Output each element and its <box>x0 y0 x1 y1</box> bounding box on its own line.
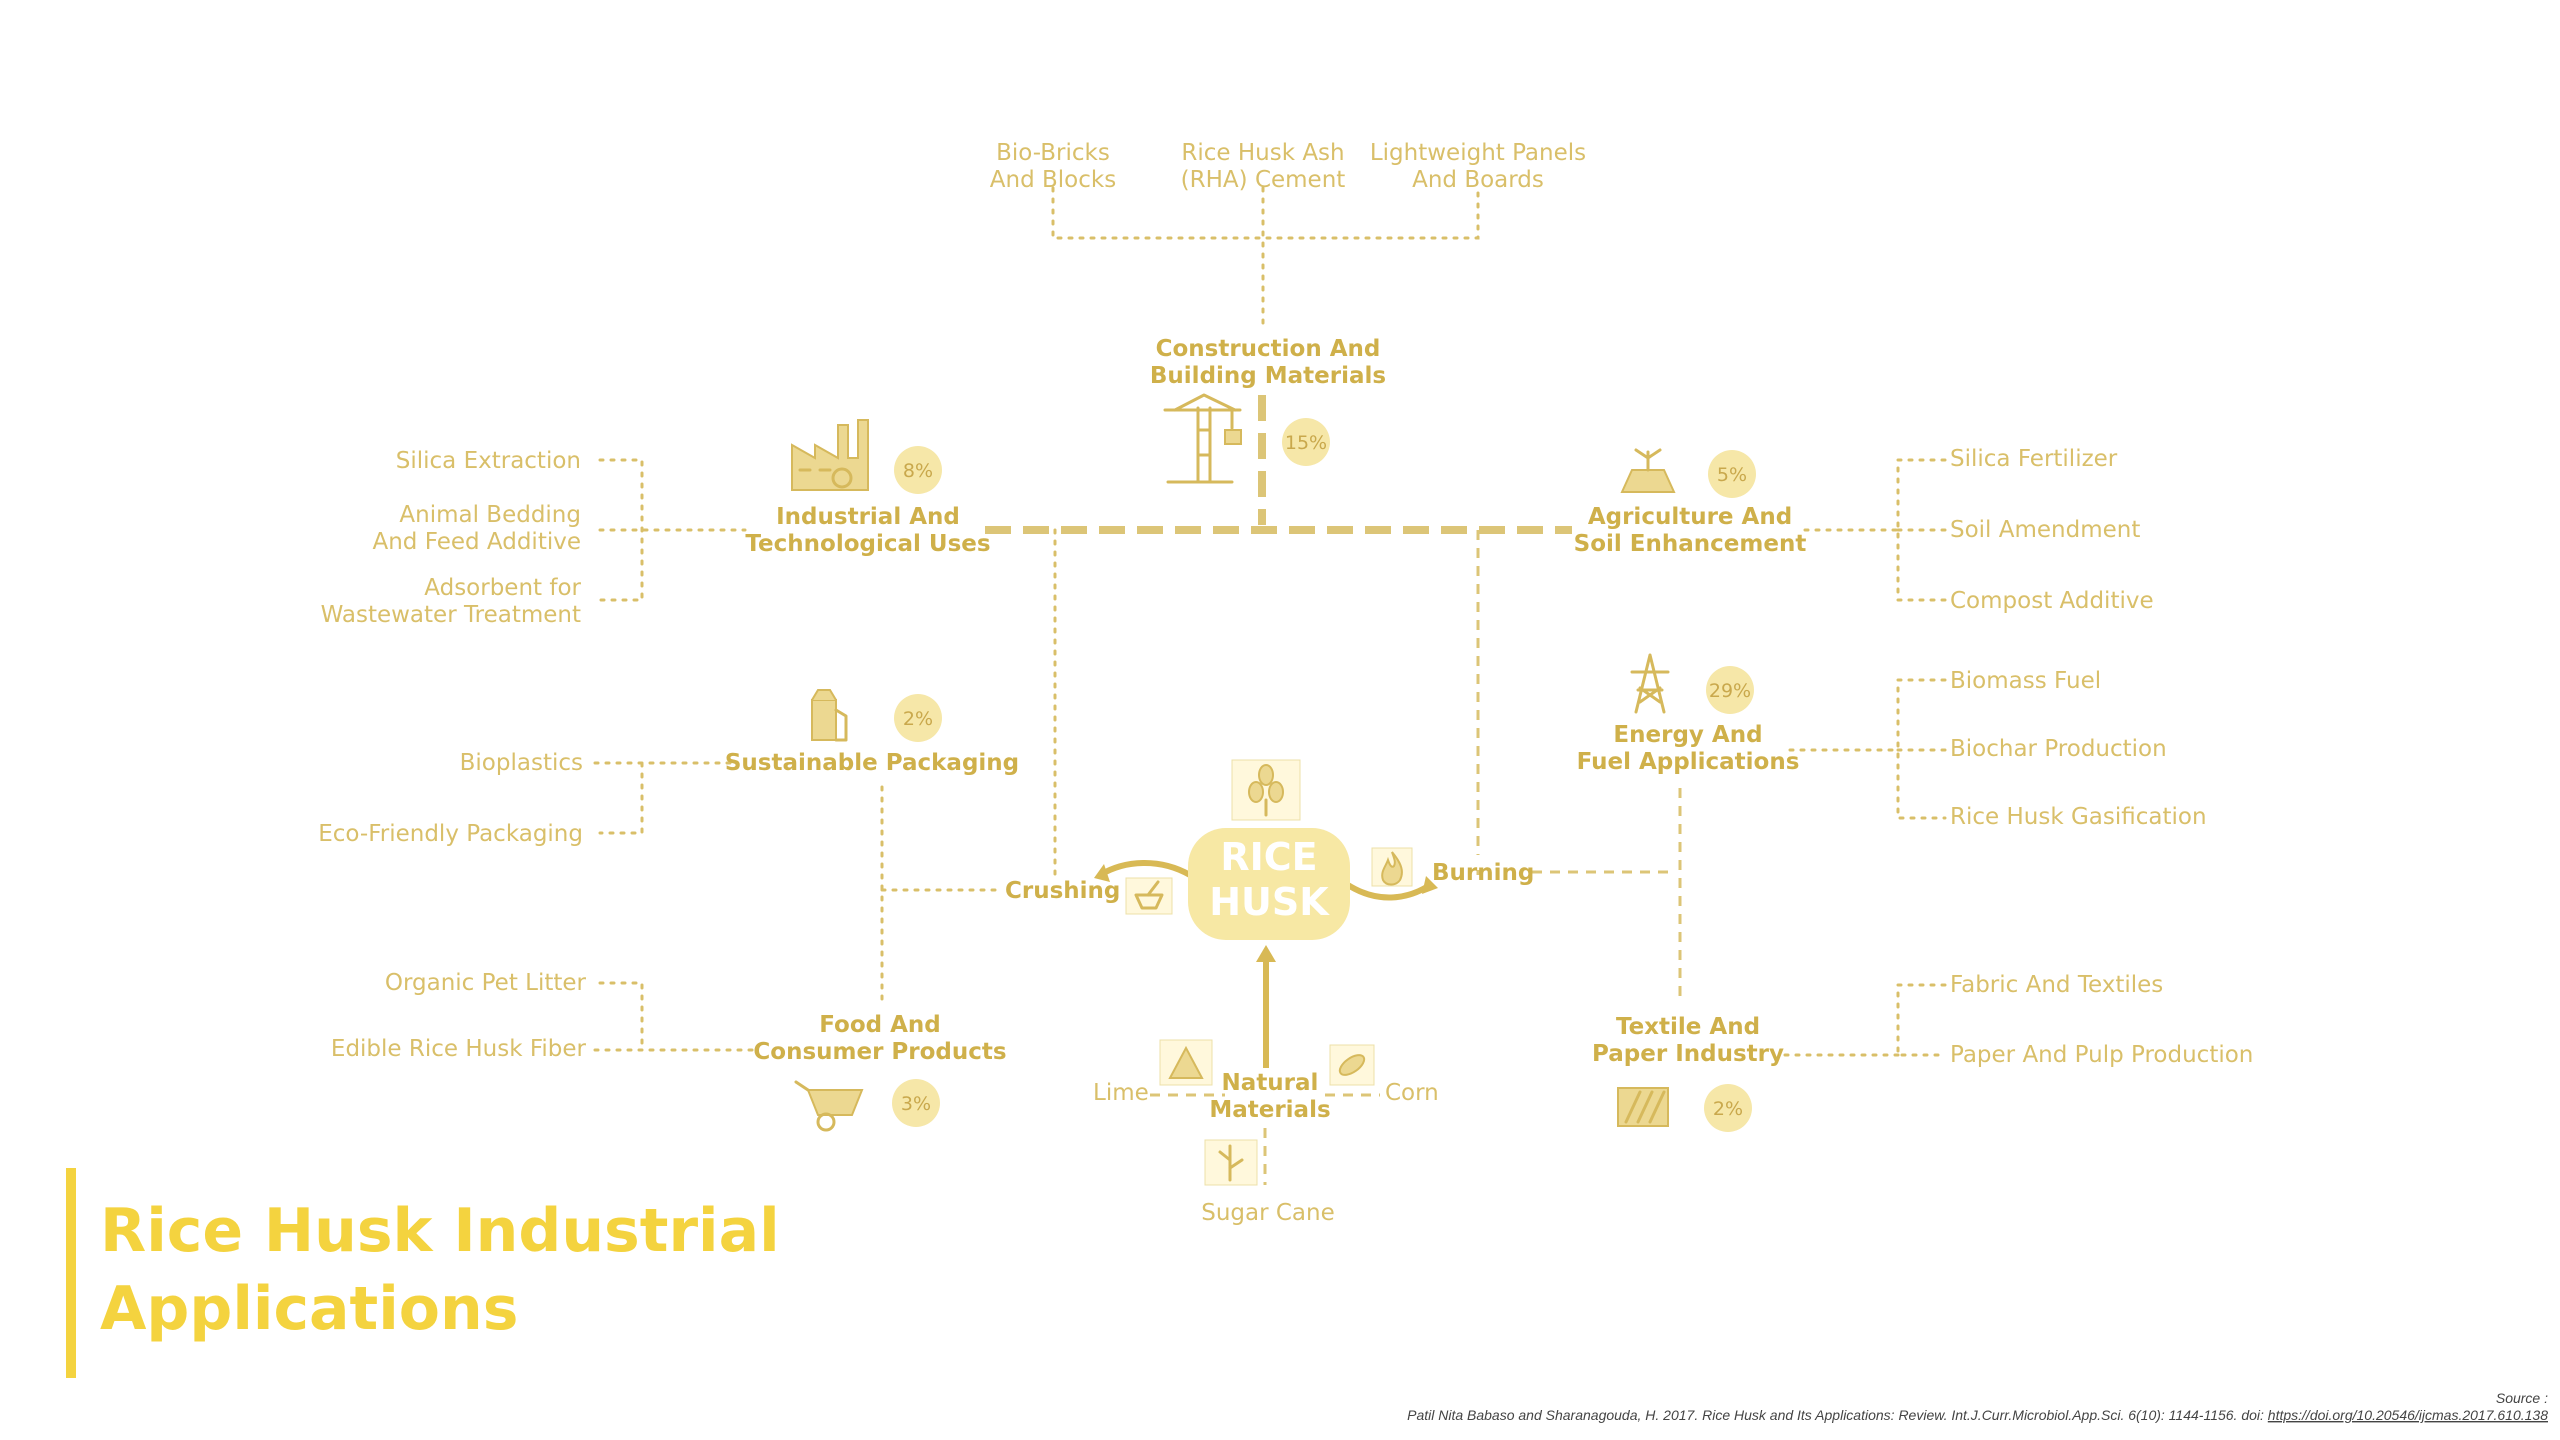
category-packaging: Bioplastics Eco-Friendly Packaging Susta… <box>318 689 1019 847</box>
food-title-line1: Food And <box>819 1012 941 1038</box>
textile-percent: 2% <box>1713 1098 1743 1120</box>
natural-lime: Lime <box>1093 1080 1149 1106</box>
agriculture-percent: 5% <box>1717 464 1747 486</box>
industrial-item-1: Silica Extraction <box>396 448 581 474</box>
wheelbarrow-icon <box>794 1080 864 1132</box>
industrial-percent-badge <box>894 446 942 494</box>
page-title-line2: Applications <box>100 1274 519 1344</box>
title-block: Rice Husk Industrial Applications <box>66 1168 780 1378</box>
page-title-line1: Rice Husk Industrial <box>100 1196 780 1266</box>
factory-icon <box>791 419 869 491</box>
corn-icon <box>1329 1044 1375 1086</box>
source-citation: Source : Patil Nita Babaso and Sharanago… <box>1407 1390 2548 1423</box>
crushing-process: Crushing <box>1005 877 1173 915</box>
textile-item-2: Paper And Pulp Production <box>1950 1042 2253 1068</box>
energy-title-line1: Energy And <box>1613 722 1762 748</box>
mortar-icon <box>1125 877 1173 915</box>
industrial-item-2-line1: Animal Bedding <box>399 502 581 528</box>
connectors <box>593 186 1947 1185</box>
bag-icon <box>811 689 848 742</box>
industrial-title-line1: Industrial And <box>776 504 960 530</box>
food-percent-badge <box>892 1079 940 1127</box>
lime-icon <box>1159 1039 1213 1086</box>
construction-item-2-line1: Rice Husk Ash <box>1181 140 1344 166</box>
core-shape <box>1188 828 1350 940</box>
packaging-title: Sustainable Packaging <box>725 750 1019 776</box>
construction-item-1-line1: Bio-Bricks <box>996 140 1110 166</box>
construction-percent: 15% <box>1285 432 1327 454</box>
industrial-percent: 8% <box>903 460 933 482</box>
industrial-title-line2: Technological Uses <box>745 531 990 557</box>
sugar-cane-icon <box>1204 1139 1258 1186</box>
construction-item-1-line2: And Blocks <box>990 167 1116 193</box>
crushing-label: Crushing <box>1005 878 1120 904</box>
construction-title-line1: Construction And <box>1156 336 1381 362</box>
flame-icon <box>1371 847 1413 887</box>
construction-item-3-line1: Lightweight Panels <box>1370 140 1586 166</box>
food-percent: 3% <box>901 1093 931 1115</box>
core-line2: HUSK <box>1209 880 1330 924</box>
category-industrial: Silica Extraction Animal Bedding And Fee… <box>321 419 991 628</box>
power-tower-icon <box>1630 653 1670 714</box>
food-item-2: Edible Rice Husk Fiber <box>331 1036 587 1062</box>
energy-title-line2: Fuel Applications <box>1577 749 1800 775</box>
burning-label: Burning <box>1432 860 1534 886</box>
agriculture-item-2: Soil Amendment <box>1950 517 2140 543</box>
category-energy: Biomass Fuel Biochar Production Rice Hus… <box>1577 653 2207 830</box>
textile-title-line2: Paper Industry <box>1592 1041 1784 1067</box>
agriculture-title-line2: Soil Enhancement <box>1574 531 1807 557</box>
category-textile: Fabric And Textiles Paper And Pulp Produ… <box>1592 972 2253 1132</box>
source-citation-text: Patil Nita Babaso and Sharanagouda, H. 2… <box>1407 1407 2268 1423</box>
agriculture-item-3: Compost Additive <box>1950 588 2154 614</box>
energy-item-3: Rice Husk Gasification <box>1950 804 2207 830</box>
industrial-item-3-line2: Wastewater Treatment <box>321 602 581 628</box>
construction-item-2-line2: (RHA) Cement <box>1181 167 1346 193</box>
packaging-percent: 2% <box>903 708 933 730</box>
natural-sugar-cane: Sugar Cane <box>1201 1200 1335 1226</box>
agriculture-title-line1: Agriculture And <box>1588 504 1792 530</box>
rice-grain-icon <box>1231 759 1301 821</box>
packaging-percent-badge <box>894 694 942 742</box>
packaging-item-1: Bioplastics <box>460 750 583 776</box>
source-link[interactable]: https://doi.org/10.20546/ijcmas.2017.610… <box>2268 1407 2548 1423</box>
food-title-line2: Consumer Products <box>753 1039 1006 1065</box>
agriculture-percent-badge <box>1708 450 1756 498</box>
fabric-roll-icon <box>1617 1087 1669 1127</box>
rice-husk-core: RICE HUSK <box>1188 759 1350 940</box>
energy-item-2: Biochar Production <box>1950 736 2167 762</box>
packaging-item-2: Eco-Friendly Packaging <box>318 821 583 847</box>
energy-item-1: Biomass Fuel <box>1950 668 2101 694</box>
source-label: Source : <box>2496 1390 2548 1406</box>
agriculture-item-1: Silica Fertilizer <box>1950 446 2118 472</box>
industrial-item-2-line2: And Feed Additive <box>373 529 582 555</box>
category-agriculture: Silica Fertilizer Soil Amendment Compost… <box>1574 446 2154 614</box>
core-line1: RICE <box>1220 835 1317 879</box>
natural-materials: Natural Materials Lime Corn Sugar Cane <box>1093 1039 1439 1226</box>
category-food: Organic Pet Litter Edible Rice Husk Fibe… <box>331 970 1007 1132</box>
burning-process: Burning <box>1371 847 1534 887</box>
energy-percent: 29% <box>1709 680 1751 702</box>
source-text: Patil Nita Babaso and Sharanagouda, H. 2… <box>1407 1407 2548 1423</box>
natural-materials-label-line1: Natural <box>1222 1070 1319 1096</box>
soil-plant-icon <box>1620 448 1676 493</box>
textile-title-line1: Textile And <box>1616 1014 1760 1040</box>
crane-icon <box>1163 393 1242 484</box>
category-construction: Bio-Bricks And Blocks Rice Husk Ash (RHA… <box>990 140 1586 484</box>
energy-percent-badge <box>1706 666 1754 714</box>
food-item-1: Organic Pet Litter <box>385 970 587 996</box>
industrial-item-3-line1: Adsorbent for <box>424 575 581 601</box>
construction-item-3-line2: And Boards <box>1412 167 1544 193</box>
natural-materials-label-line2: Materials <box>1209 1097 1330 1123</box>
construction-title-line2: Building Materials <box>1150 363 1386 389</box>
construction-percent-badge <box>1282 418 1330 466</box>
textile-item-1: Fabric And Textiles <box>1950 972 2163 998</box>
textile-percent-badge <box>1704 1084 1752 1132</box>
natural-corn: Corn <box>1385 1080 1439 1106</box>
